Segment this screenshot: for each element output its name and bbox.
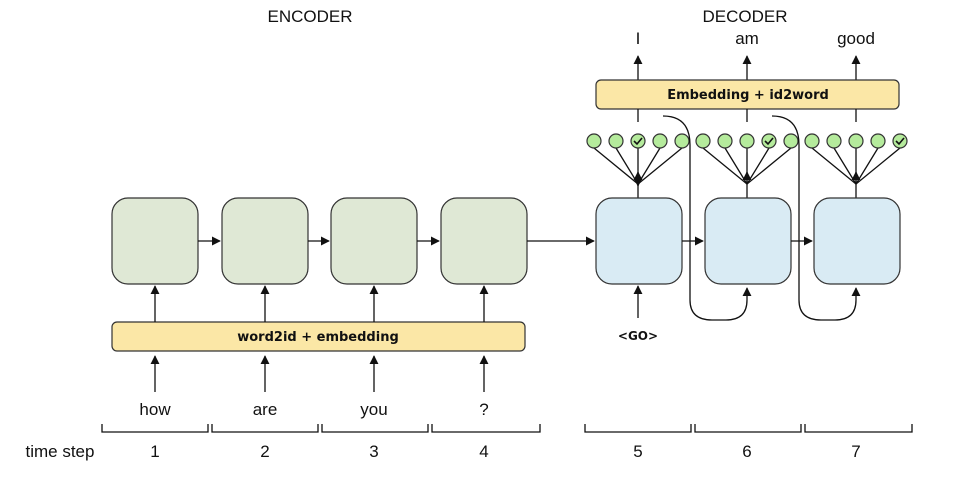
output-node-selected [761,133,777,149]
softmax-nodes-step-6 [695,133,799,185]
time-step-3: 3 [369,442,378,461]
check-icon [764,137,774,146]
output-node [826,133,842,149]
feedback-loop-6-to-7 [771,115,861,321]
output-node [848,133,864,149]
output-node [586,133,602,149]
time-step-bracket-1 [101,424,209,433]
encoder-input-word-2: are [253,400,278,419]
time-step-7: 7 [851,442,860,461]
decoder-cell-5 [595,197,683,285]
encoder-cell-2 [221,197,309,285]
decoder-cell-6 [704,197,792,285]
go-token: <GO> [618,329,658,343]
time-step-6: 6 [742,442,751,461]
time-step-bracket-7 [804,424,913,433]
encoder-input-word-3: you [360,400,387,419]
output-node [695,133,711,149]
output-node [652,133,668,149]
encoder-cell-1 [111,197,199,285]
time-step-bracket-4 [431,424,541,433]
encoder-bar-label: word2id + embedding [237,330,399,345]
decoder-cell-7 [813,197,901,285]
time-step-bracket-3 [321,424,429,433]
output-node-selected [630,133,646,149]
output-node [783,133,799,149]
encoder-input-word-1: how [139,400,171,419]
time-step-bracket-5 [584,424,692,433]
decoder-bar-label: Embedding + id2word [667,88,829,103]
encoder-cell-3 [330,197,418,285]
time-step-1: 1 [150,442,159,461]
output-node [674,133,690,149]
time-step-bracket-6 [694,424,802,433]
softmax-nodes-step-7 [804,133,908,185]
time-step-2: 2 [260,442,269,461]
softmax-nodes-step-5 [586,133,690,187]
time-step-4: 4 [479,442,488,461]
decoder-output-word-2: am [735,29,759,48]
output-node [739,133,755,149]
encoder-embedding-bar [111,321,526,352]
decoder-title: DECODER [702,7,787,26]
output-node [608,133,624,149]
output-node [804,133,820,149]
output-node [870,133,886,149]
decoder-output-word-1: I [636,29,641,48]
encoder-title: ENCODER [267,7,352,26]
decoder-output-word-3: good [837,29,875,48]
time-step-bracket-2 [211,424,319,433]
encoder-cell-4 [440,197,528,285]
check-icon [633,137,643,146]
output-node-selected [892,133,908,149]
output-node [717,133,733,149]
feedback-loop-5-to-6 [662,115,752,321]
encoder-input-word-4: ? [479,400,488,419]
time-step-5: 5 [633,442,642,461]
check-icon [895,137,905,146]
time-step-label: time step [26,442,95,461]
